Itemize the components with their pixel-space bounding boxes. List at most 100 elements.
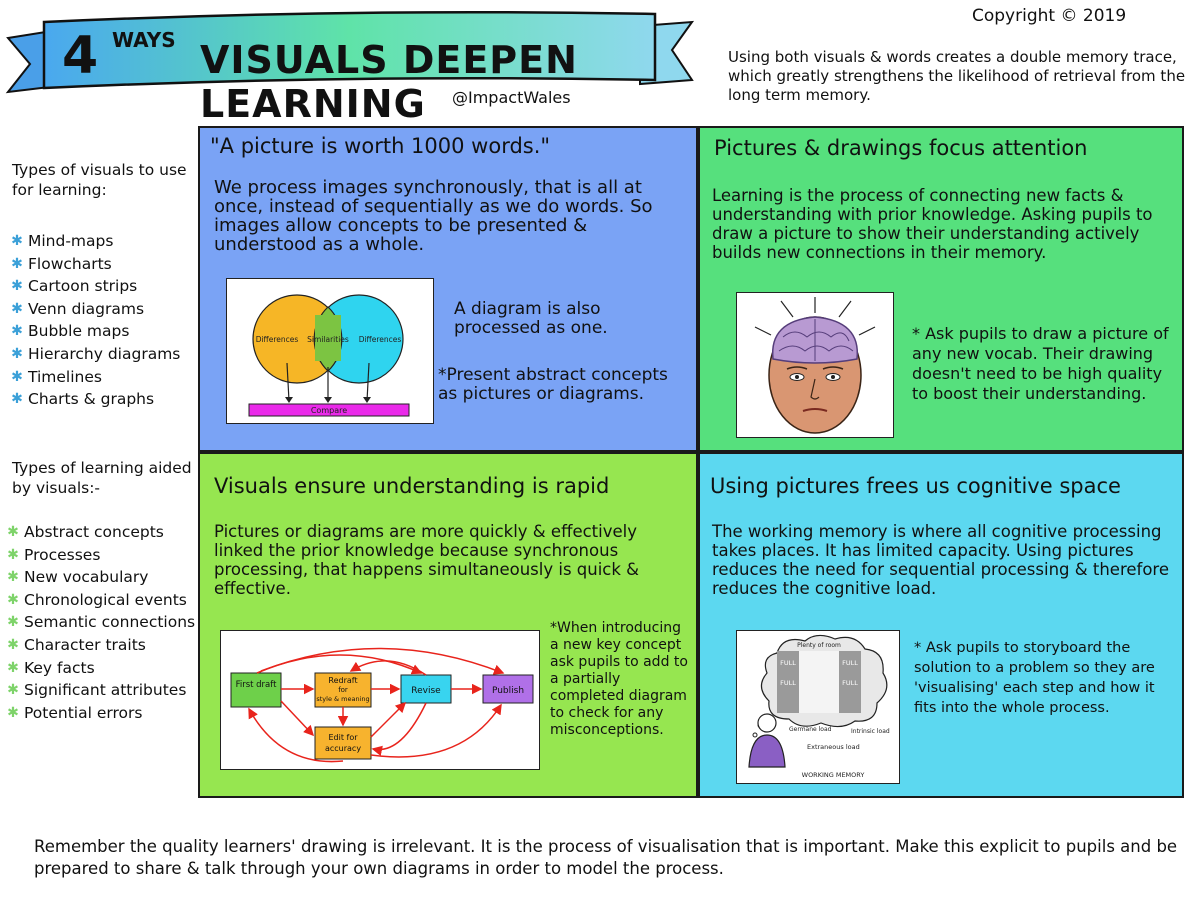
intrinsic-column bbox=[839, 651, 861, 713]
flow-edit-label-2: accuracy bbox=[325, 744, 361, 753]
flow-redraft bbox=[314, 672, 372, 708]
list-item: ✱Venn diagrams bbox=[10, 298, 180, 321]
asterisk-icon: ✱ bbox=[7, 591, 19, 608]
list-item: ✱ Hierarchy diagrams bbox=[10, 343, 180, 366]
page-title: VISUALS DEEPEN LEARNING bbox=[200, 38, 578, 126]
flow-redraft-label-1: Redraft bbox=[328, 676, 357, 685]
person-body bbox=[748, 734, 786, 768]
full-label: FULL bbox=[842, 679, 858, 687]
compare-bar bbox=[248, 403, 410, 417]
quadrant-heading: Visuals ensure understanding is rapid bbox=[214, 474, 610, 498]
quadrant-body: We process images synchronously, that is… bbox=[214, 177, 653, 255]
list-item: ✱New vocabulary bbox=[6, 566, 195, 589]
quadrant-heading: "A picture is worth 1000 words." bbox=[210, 134, 551, 158]
full-label: FULL bbox=[780, 659, 796, 667]
list-item: ✱ Timelines bbox=[10, 366, 180, 389]
list-item: ✱ Charts & graphs bbox=[10, 388, 180, 411]
list-item-label: Chronological events bbox=[24, 590, 187, 609]
list-item-label: Semantic connections bbox=[24, 613, 196, 632]
venn-diagram: Differences Similarities Differences Com… bbox=[248, 294, 410, 417]
asterisk-icon: ✱ bbox=[7, 569, 19, 586]
venn-diagram-panel: Differences Similarities Differences Com… bbox=[226, 278, 434, 424]
quadrant-focus-attention: Pictures & drawings focus attention Lear… bbox=[698, 126, 1184, 452]
asterisk-icon: ✱ bbox=[11, 345, 23, 362]
quadrant-picture-worth: "A picture is worth 1000 words." We proc… bbox=[198, 126, 698, 452]
list-item-label: Potential errors bbox=[24, 703, 143, 722]
writing-process-flowchart: First draft Redraft for style & meaning … bbox=[230, 647, 534, 763]
quadrant-tip: * Ask pupils to draw a picture of any ne… bbox=[912, 324, 1169, 403]
quadrant-rapid-understanding: Visuals ensure understanding is rapid Pi… bbox=[198, 452, 698, 798]
asterisk-icon: ✱ bbox=[7, 659, 19, 676]
copyright-notice: Copyright © 2019 bbox=[972, 6, 1127, 26]
learning-types-list: ✱Abstract concepts ✱Processes ✱New vocab… bbox=[6, 521, 195, 724]
quadrant-heading: Pictures & drawings focus attention bbox=[714, 136, 1088, 160]
asterisk-icon: ✱ bbox=[11, 323, 23, 340]
list-item-label: Charts & graphs bbox=[28, 390, 155, 409]
working-memory-illustration: FULL FULL FULL FULL Plenty of room Germa… bbox=[748, 634, 890, 779]
title-number: 4 bbox=[62, 26, 100, 86]
intrinsic-load-label: Intrinsic load bbox=[851, 728, 890, 735]
venn-label-left: Differences bbox=[256, 335, 299, 344]
intro-text: Using both visuals & words creates a dou… bbox=[728, 48, 1186, 104]
quadrant-tip: * Ask pupils to storyboard the solution … bbox=[914, 640, 1155, 716]
asterisk-icon: ✱ bbox=[11, 255, 23, 272]
germane-column bbox=[777, 651, 799, 713]
asterisk-icon: ✱ bbox=[7, 546, 19, 563]
list-item-label: Key facts bbox=[24, 658, 95, 677]
title-banner: 4 WAYS VISUALS DEEPEN LEARNING @ImpactWa… bbox=[0, 0, 700, 126]
ribbon-banner-graphic bbox=[5, 10, 695, 94]
venn-overlap-fill bbox=[315, 315, 341, 361]
asterisk-icon: ✱ bbox=[11, 278, 23, 295]
working-memory-panel: FULL FULL FULL FULL Plenty of room Germa… bbox=[736, 630, 900, 784]
brain-face-illustration bbox=[754, 297, 876, 434]
title-ways: WAYS bbox=[112, 28, 176, 52]
flow-first-draft bbox=[230, 672, 282, 708]
list-item-label: Abstract concepts bbox=[24, 523, 164, 541]
asterisk-icon: ✱ bbox=[11, 391, 23, 408]
germane-load-label: Germane load bbox=[789, 726, 832, 733]
full-label: FULL bbox=[842, 659, 858, 667]
diagram-note: A diagram is also processed as one. bbox=[454, 299, 608, 338]
list-item-label: Timelines bbox=[28, 367, 102, 386]
flow-revise-label: Revise bbox=[411, 686, 441, 696]
quadrant-body: The working memory is where all cognitiv… bbox=[712, 522, 1169, 598]
venn-label-middle: Similarities bbox=[307, 335, 349, 344]
list-item: ✱ Chronological events bbox=[6, 589, 195, 612]
list-item: ✱ Semantic connections bbox=[6, 611, 195, 634]
list-item: ✱Abstract concepts bbox=[6, 521, 195, 544]
extraneous-load-label: Extraneous load bbox=[807, 743, 860, 751]
list-item-label: Flowcharts bbox=[28, 254, 112, 273]
asterisk-icon: ✱ bbox=[7, 636, 19, 653]
footer-note: Remember the quality learners' drawing i… bbox=[34, 837, 1178, 878]
list-item-label: Hierarchy diagrams bbox=[28, 344, 181, 363]
full-label: FULL bbox=[780, 679, 796, 687]
flow-redraft-label-3: style & meaning bbox=[316, 695, 369, 703]
quadrant-body: Pictures or diagrams are more quickly & … bbox=[214, 522, 640, 598]
compare-label: Compare bbox=[311, 406, 347, 415]
quadrant-tip: *Present abstract concepts as pictures o… bbox=[438, 365, 668, 404]
person-head bbox=[757, 713, 777, 733]
list-item-label: Cartoon strips bbox=[28, 277, 138, 296]
list-item-label: Mind-maps bbox=[28, 232, 114, 250]
asterisk-icon: ✱ bbox=[11, 233, 23, 249]
list-item-label: Processes bbox=[24, 545, 101, 564]
list-item-label: Character traits bbox=[24, 635, 146, 654]
flow-edit-label-1: Edit for bbox=[328, 733, 358, 742]
learning-types-title: Types of learning aided by visuals:- bbox=[12, 459, 192, 497]
list-item: ✱ Flowcharts bbox=[10, 253, 180, 276]
working-memory-caption: WORKING MEMORY bbox=[802, 771, 865, 779]
list-item: ✱ Processes bbox=[6, 544, 195, 567]
quadrant-heading: Using pictures frees us cognitive space bbox=[710, 474, 1121, 498]
asterisk-icon: ✱ bbox=[7, 614, 19, 631]
venn-label-right: Differences bbox=[359, 335, 402, 344]
asterisk-icon: ✱ bbox=[11, 368, 23, 385]
list-item: ✱Bubble maps bbox=[10, 320, 180, 343]
list-item: ✱ Mind-maps bbox=[10, 230, 180, 253]
list-item-label: Significant attributes bbox=[24, 681, 187, 700]
asterisk-icon: ✱ bbox=[11, 300, 23, 317]
plenty-room-label: Plenty of room bbox=[797, 642, 841, 649]
list-item: ✱ Cartoon strips bbox=[10, 275, 180, 298]
list-item: ✱Significant attributes bbox=[6, 679, 195, 702]
flow-publish bbox=[482, 674, 534, 704]
asterisk-icon: ✱ bbox=[7, 704, 19, 721]
